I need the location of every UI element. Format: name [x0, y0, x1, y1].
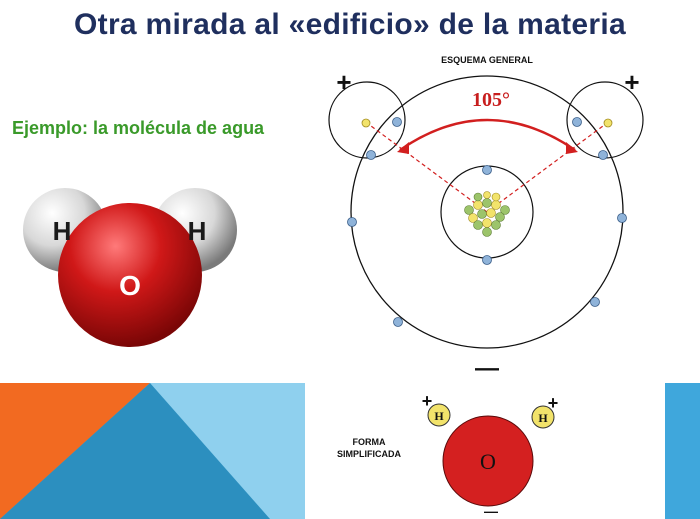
nucleon: [500, 205, 510, 215]
hydrogen-left-proton: [361, 118, 371, 128]
simplified-oxygen: [442, 415, 534, 507]
background-light-blue-triangle: [140, 383, 305, 519]
nucleon: [495, 212, 505, 222]
simplified-minus: —: [484, 503, 498, 519]
nucleon: [473, 192, 483, 202]
water-molecule-3d-model: H H O: [23, 188, 237, 347]
angle-arrowhead-left: [397, 142, 409, 154]
hydrogen-right-label: H: [188, 216, 207, 246]
electron: [366, 150, 376, 160]
simplified-hydrogen-right-label: H: [538, 411, 548, 425]
hydrogen-left-shell: [328, 81, 406, 159]
nucleon: [491, 200, 501, 210]
simplified-plus-right: +: [548, 393, 559, 413]
electron: [482, 255, 492, 265]
angle-label: 105°: [472, 89, 510, 111]
electrons: [347, 117, 627, 327]
general-scheme-heading: ESQUEMA GENERAL: [441, 55, 533, 65]
electron: [572, 117, 582, 127]
bond-line-left: [366, 122, 488, 213]
nucleon: [473, 200, 483, 210]
simplified-hydrogen-right: [531, 405, 555, 429]
oxygen-outer-shell: [350, 75, 624, 349]
hydrogen-left-label: H: [53, 216, 72, 246]
nucleon: [473, 220, 483, 230]
angle-arc: [399, 118, 576, 152]
minus-sign: —: [475, 355, 499, 380]
simplified-form-diagram: FORMA SIMPLIFICADA O H H + + —: [337, 391, 559, 519]
electron: [617, 213, 627, 223]
page-title: Otra mirada al «edificio» de la materia: [74, 8, 626, 41]
background-teal-triangle: [0, 383, 270, 519]
electron: [598, 150, 608, 160]
nucleon: [464, 205, 474, 215]
simplified-plus-left: +: [422, 391, 433, 411]
nucleon: [477, 209, 487, 219]
plus-left-sign: +: [336, 67, 351, 97]
nucleon: [483, 191, 491, 199]
nucleon: [482, 227, 492, 237]
nucleon: [482, 218, 492, 228]
example-label: Ejemplo: la molécula de agua: [12, 118, 265, 138]
simplified-hydrogen-left-label: H: [434, 409, 444, 423]
electron: [392, 117, 402, 127]
simplified-hydrogen-left: [427, 403, 451, 427]
nucleon: [491, 192, 501, 202]
electron: [393, 317, 403, 327]
oxygen-label: O: [119, 270, 141, 301]
simplified-heading-line1: FORMA: [353, 437, 386, 447]
nucleon: [468, 213, 478, 223]
nucleon: [486, 208, 496, 218]
electron: [347, 217, 357, 227]
simplified-heading-line2: SIMPLIFICADA: [337, 449, 401, 459]
bond-line-right: [486, 122, 608, 213]
nucleon: [491, 220, 501, 230]
oxygen-nucleus: [464, 191, 510, 237]
nucleon: [482, 198, 492, 208]
general-scheme-diagram: ESQUEMA GENERAL + + 105°: [328, 55, 644, 380]
simplified-oxygen-label: O: [480, 449, 496, 474]
plus-right-sign: +: [624, 67, 639, 97]
electron: [482, 165, 492, 175]
angle-arrowhead-right: [566, 142, 578, 154]
electron: [590, 297, 600, 307]
hydrogen-right-proton: [603, 118, 613, 128]
oxygen-sphere: [58, 203, 202, 347]
